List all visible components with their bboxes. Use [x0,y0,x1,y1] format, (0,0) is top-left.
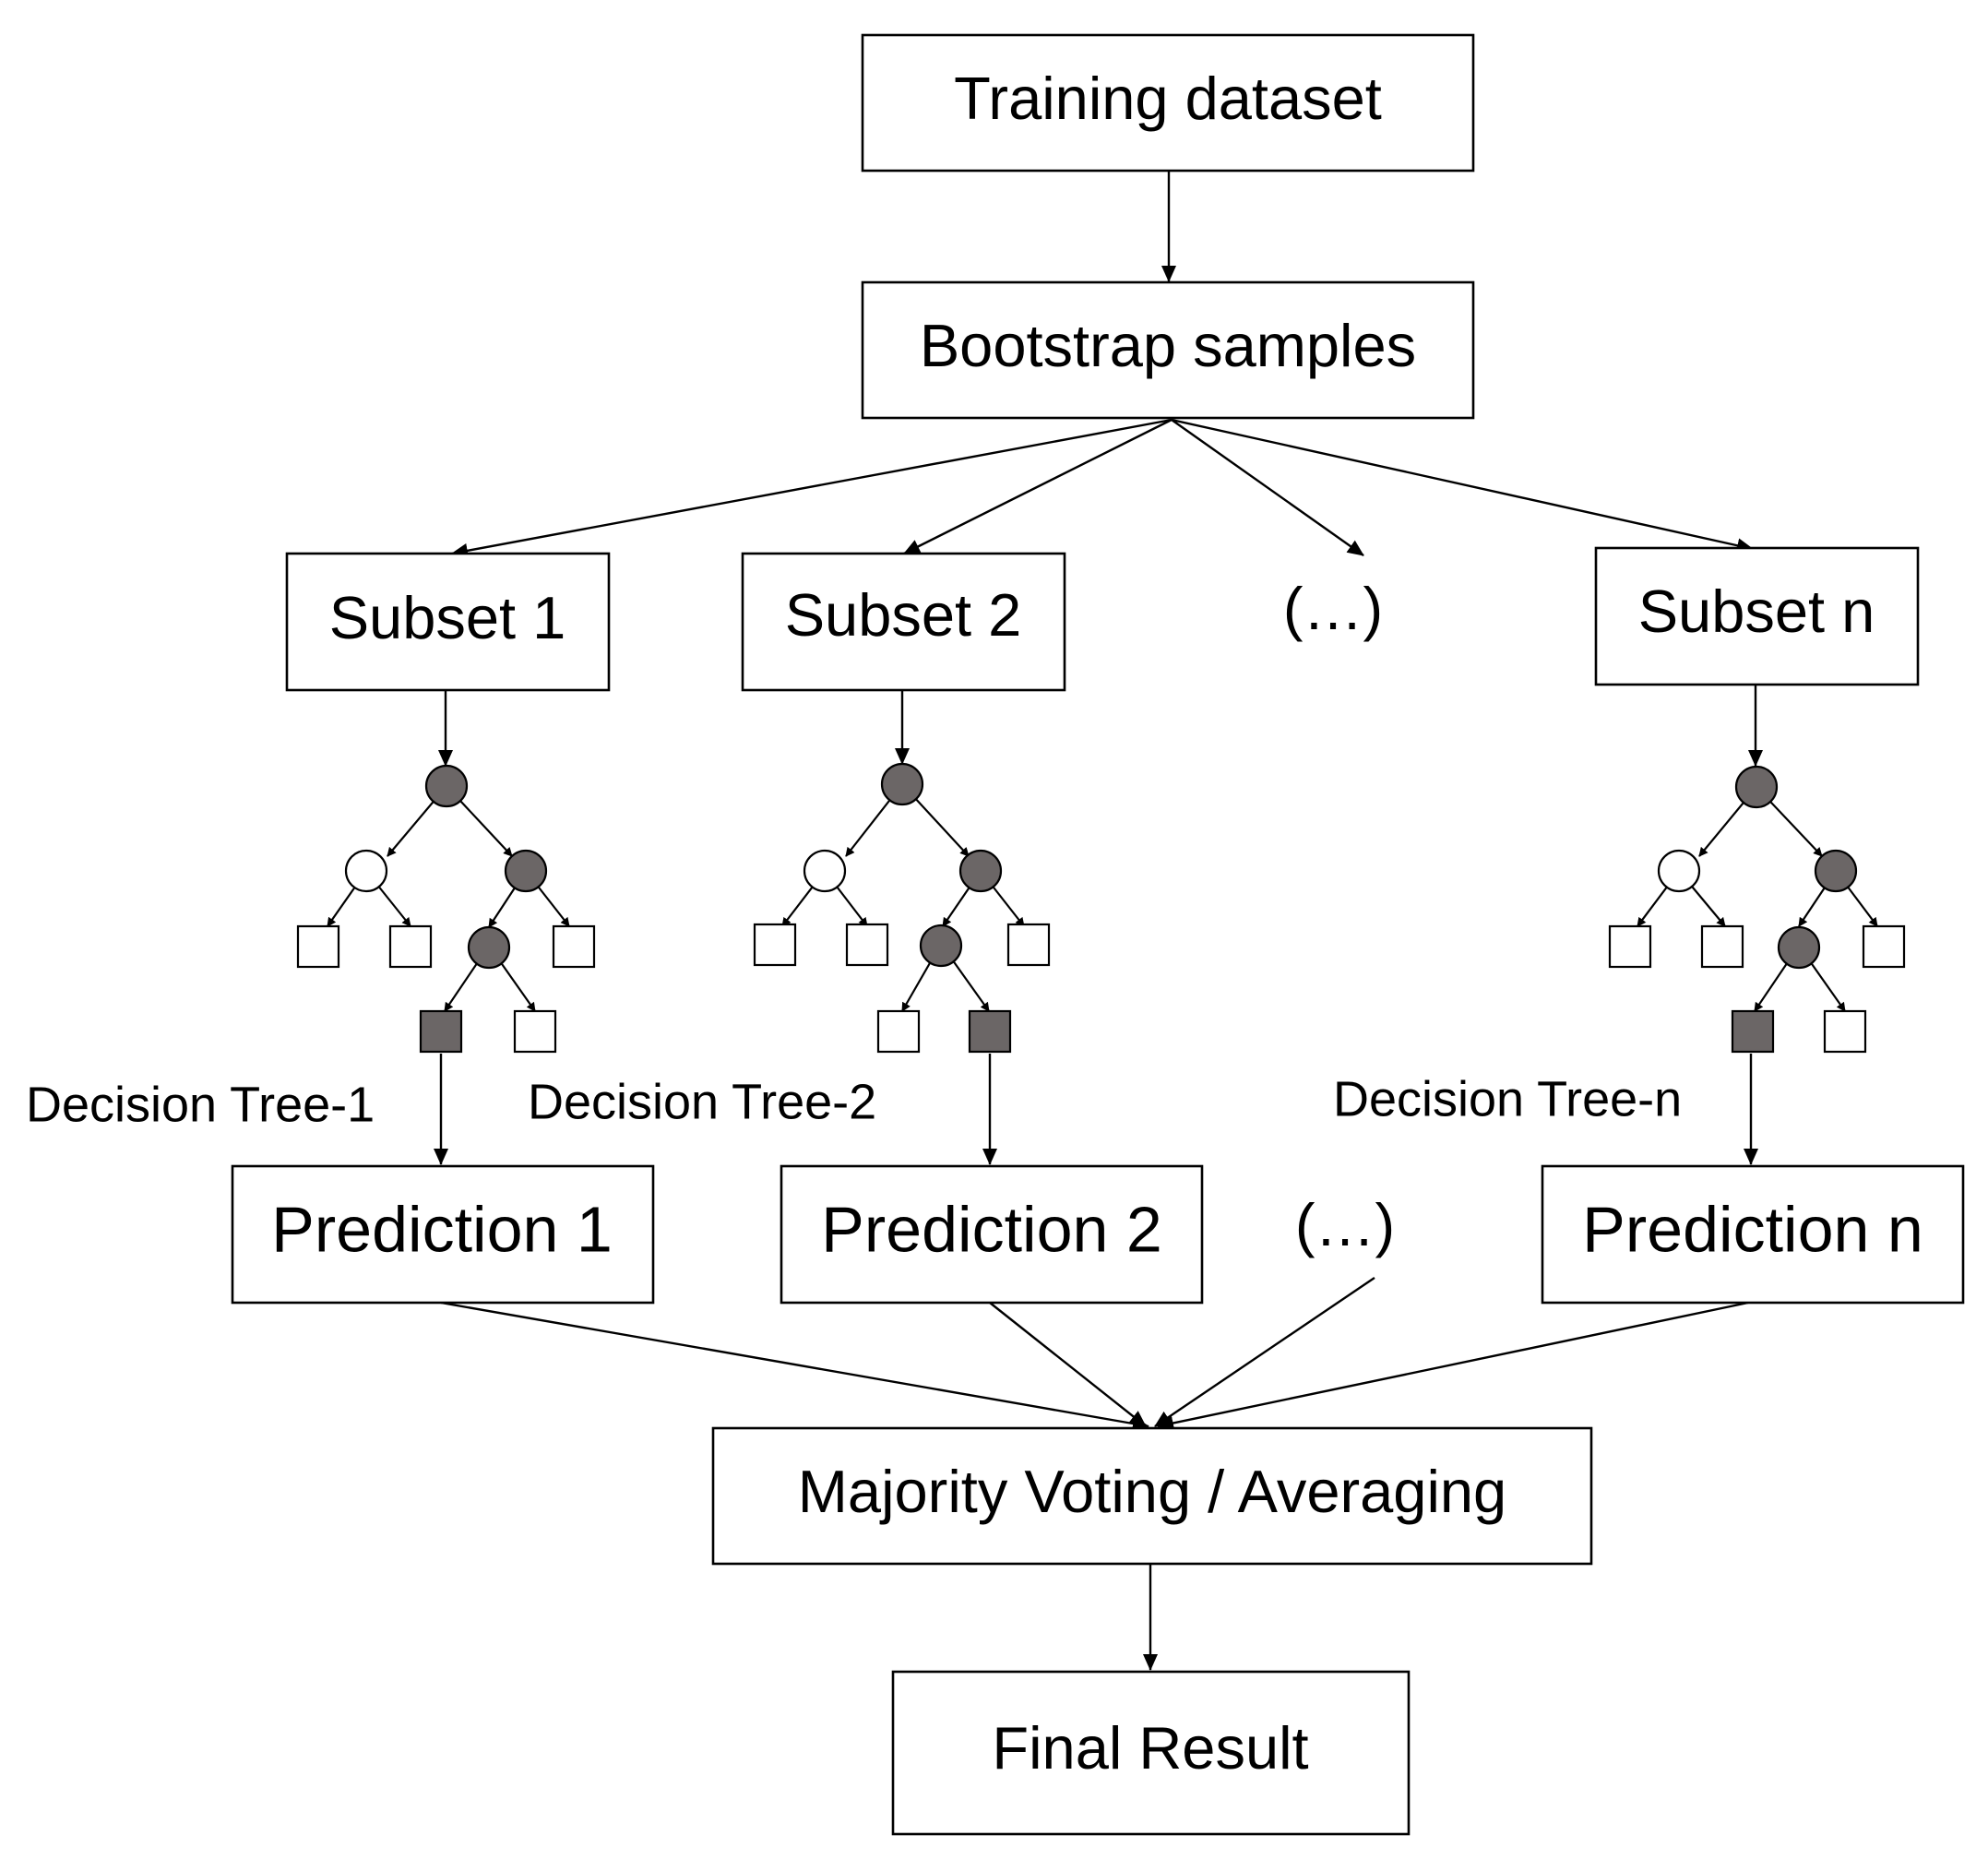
node-bootstrap-samples: Bootstrap samples [861,280,1475,420]
edge-prediction-2-to-aggregation [989,1302,1147,1427]
tree-1-selected-leaf [419,1009,463,1054]
tree-2-selected-leaf [968,1009,1012,1054]
tree-2-leaf [876,1009,921,1054]
tree-1-inner-node [467,925,511,970]
edge-prediction-1-to-aggregation [440,1301,1149,1431]
tree-2-leaf [753,923,797,967]
decision-tree-n-label: Decision Tree-n [1333,1071,1682,1126]
tree-2-root-node [880,762,924,806]
training-dataset-label: Training dataset [954,65,1382,132]
tree-n-selected-leaf [1731,1009,1775,1054]
prediction-ellipsis: (…) [1295,1191,1395,1258]
tree-1-left-node [344,849,388,893]
node-subset-n: Subset n [1594,546,1920,686]
node-prediction-2: Prediction 2 [780,1164,1204,1305]
tree-1-leaf [513,1009,557,1054]
node-final-result: Final Result [891,1670,1411,1836]
tree-1-leaf [552,924,596,969]
aggregation-label: Majority Voting / Averaging [798,1458,1506,1525]
prediction-1-label: Prediction 1 [271,1193,613,1265]
tree-n-leaf [1862,924,1906,969]
node-prediction-n: Prediction n [1541,1164,1965,1305]
edge-bootstrap-to-ellipsis [1171,419,1364,556]
bootstrap-samples-label: Bootstrap samples [920,312,1416,379]
tree-n-leaf [1823,1009,1867,1054]
prediction-2-label: Prediction 2 [821,1193,1162,1265]
tree-n-leaf [1608,924,1652,969]
edge-bootstrap-to-subset-n [1171,418,1754,554]
subset-ellipsis: (…) [1283,575,1383,642]
decision-tree-2-label: Decision Tree-2 [528,1074,876,1129]
edge-bootstrap-to-subset-1 [451,418,1173,558]
tree-1-right-node [504,849,548,893]
tree-n-leaf [1700,924,1744,969]
decision-tree-1-label: Decision Tree-1 [26,1077,375,1132]
main-edges [434,171,1763,1671]
node-aggregation: Majority Voting / Averaging [711,1426,1593,1566]
node-prediction-1: Prediction 1 [231,1164,655,1305]
edge-ellipsis-to-aggregation [1154,1277,1375,1427]
subset-1-label: Subset 1 [329,584,566,651]
tree-2-leaf [845,923,889,967]
node-subset-1: Subset 1 [285,552,611,692]
tree-2-inner-node [919,924,963,968]
tree-1-leaf [388,924,433,969]
tree-n-inner-node [1777,925,1821,970]
node-training-dataset: Training dataset [861,33,1475,173]
decision-tree-2 [753,762,1051,1054]
node-subset-2: Subset 2 [741,552,1066,692]
prediction-n-label: Prediction n [1582,1193,1923,1265]
tree-2-right-node [958,849,1003,893]
tree-1-leaf [296,924,340,969]
subset-n-label: Subset n [1638,578,1875,645]
edge-bootstrap-to-subset-2 [903,418,1173,555]
tree-n-root-node [1734,765,1779,809]
decision-tree-n [1608,765,1906,1054]
tree-2-left-node [803,849,847,893]
subset-2-label: Subset 2 [785,581,1022,649]
tree-n-left-node [1657,849,1701,893]
edge-prediction-n-to-aggregation [1157,1301,1749,1431]
tree-n-right-node [1814,849,1858,893]
final-result-label: Final Result [992,1714,1308,1782]
tree-1-root-node [424,764,469,808]
tree-2-leaf [1006,923,1051,967]
decision-tree-1 [296,764,596,1054]
